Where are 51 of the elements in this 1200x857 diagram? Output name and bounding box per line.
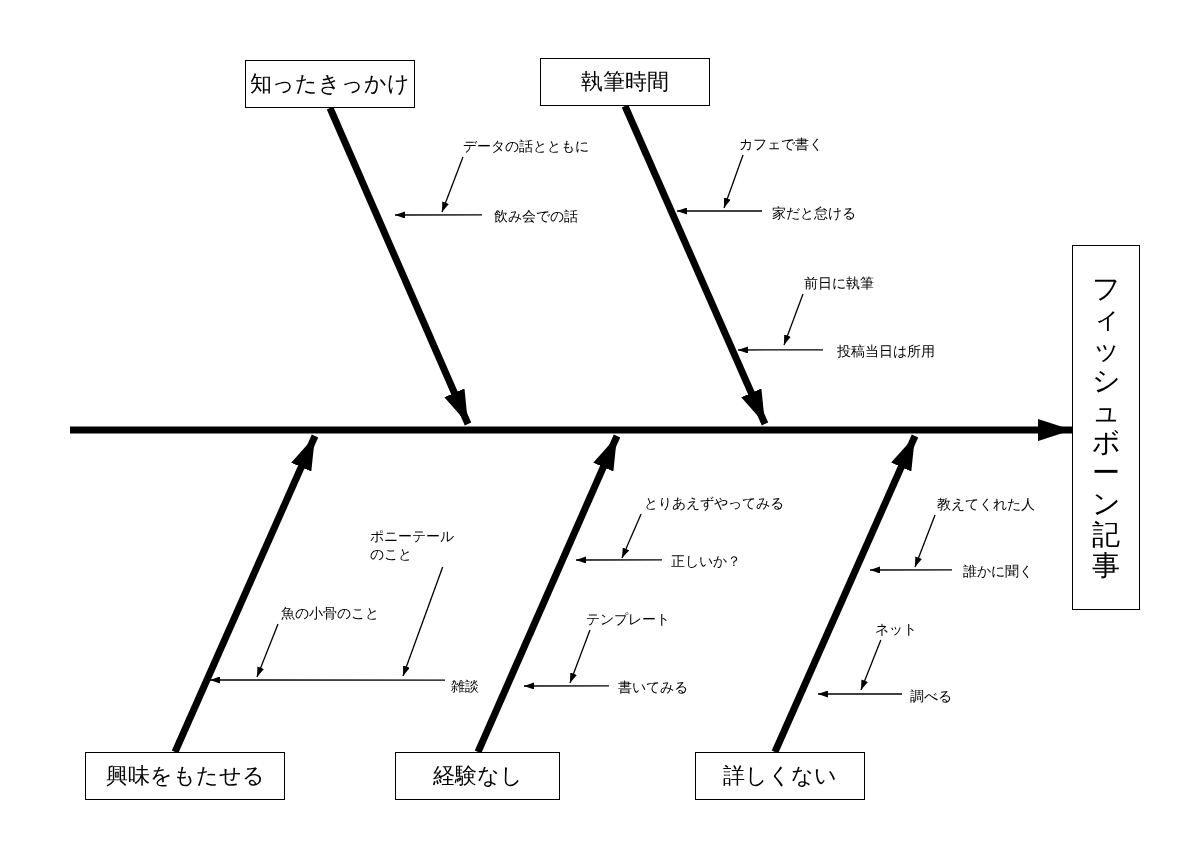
arrow	[914, 514, 936, 568]
box-label: 知ったきっかけ	[250, 70, 410, 98]
box-label: 興味をもたせる	[105, 762, 265, 790]
arrow	[723, 154, 744, 209]
arrow	[783, 293, 804, 346]
arrow	[523, 682, 610, 690]
cause-label: ポニーテールのこと	[370, 526, 455, 564]
arrow	[860, 639, 882, 691]
arrow	[817, 690, 903, 698]
cause-label: 前日に執筆	[804, 273, 874, 293]
arrow	[256, 623, 279, 678]
arrow	[621, 513, 642, 559]
cause-box	[245, 60, 415, 108]
cause-box	[540, 58, 710, 106]
box-label: 執筆時間	[581, 68, 669, 96]
cause-label: 魚の小骨のこと	[281, 603, 379, 623]
cause-label: 誰かに聞く	[963, 561, 1033, 581]
arrow	[441, 156, 464, 213]
bone-arrow	[621, 104, 769, 426]
cause-box	[1072, 245, 1140, 610]
box-label: フィッシュボーン記事	[1092, 273, 1120, 582]
arrow	[676, 207, 763, 215]
arrow	[569, 629, 591, 684]
cause-label: データの話とともに	[463, 136, 589, 156]
cause-box	[85, 752, 285, 800]
cause-label: 教えてくれた人	[937, 494, 1035, 514]
arrow	[737, 346, 824, 354]
arrow	[394, 211, 483, 219]
cause-label: 雑談	[451, 676, 479, 696]
box-label: 詳しくない	[723, 762, 837, 790]
cause-label: 家だと怠ける	[772, 203, 856, 223]
cause-label: 正しいか？	[671, 551, 741, 571]
bone-arrow	[171, 434, 319, 754]
cause-label: 調べる	[910, 686, 952, 706]
arrow	[209, 676, 446, 684]
bone-arrow	[326, 106, 472, 426]
cause-box	[695, 752, 865, 800]
bone-arrow	[771, 434, 919, 754]
arrow	[575, 556, 663, 564]
box-label: 経験なし	[432, 762, 523, 790]
cause-label: テンプレート	[586, 609, 670, 629]
arrow	[402, 566, 444, 677]
cause-label: ネット	[875, 619, 917, 639]
bone-arrow	[474, 434, 621, 754]
arrow	[869, 566, 953, 574]
cause-label: 書いてみる	[618, 677, 688, 697]
cause-label: とりあえずやってみる	[644, 493, 784, 513]
cause-label: カフェで書く	[739, 134, 823, 154]
cause-box	[395, 752, 560, 800]
cause-label: 投稿当日は所用	[837, 341, 935, 361]
cause-label: 飲み会での話	[494, 206, 578, 226]
